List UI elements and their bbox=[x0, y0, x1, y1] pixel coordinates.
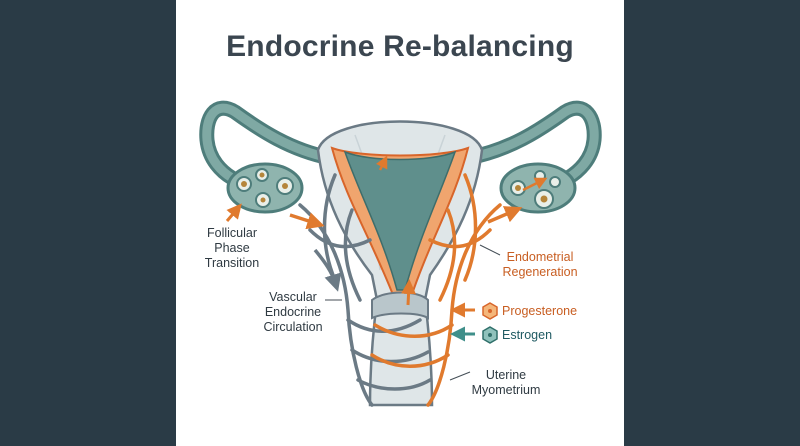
label-line: Transition bbox=[196, 256, 268, 271]
estrogen-icon bbox=[483, 327, 497, 343]
label-line: Regeneration bbox=[494, 265, 586, 280]
label-follicular-phase: Follicular Phase Transition bbox=[196, 226, 268, 271]
label-line: Phase bbox=[196, 241, 268, 256]
ovary-right bbox=[501, 164, 575, 212]
legend-progesterone-label: Progesterone bbox=[502, 304, 577, 319]
label-line: Endocrine bbox=[256, 305, 330, 320]
arrow-icon bbox=[408, 285, 409, 305]
ovary-left bbox=[228, 164, 302, 212]
progesterone-icon bbox=[483, 303, 497, 319]
arrow-icon bbox=[227, 208, 238, 221]
label-line: Myometrium bbox=[466, 383, 546, 398]
label-line: Uterine bbox=[466, 368, 546, 383]
label-line: Endometrial bbox=[494, 250, 586, 265]
label-line: Follicular bbox=[196, 226, 268, 241]
label-endometrial-regeneration: Endometrial Regeneration bbox=[494, 250, 586, 280]
label-line: Circulation bbox=[256, 320, 330, 335]
label-line: Vascular bbox=[256, 290, 330, 305]
label-vascular-circulation: Vascular Endocrine Circulation bbox=[256, 290, 330, 335]
legend-estrogen-label: Estrogen bbox=[502, 328, 552, 343]
label-uterine-myometrium: Uterine Myometrium bbox=[466, 368, 546, 398]
